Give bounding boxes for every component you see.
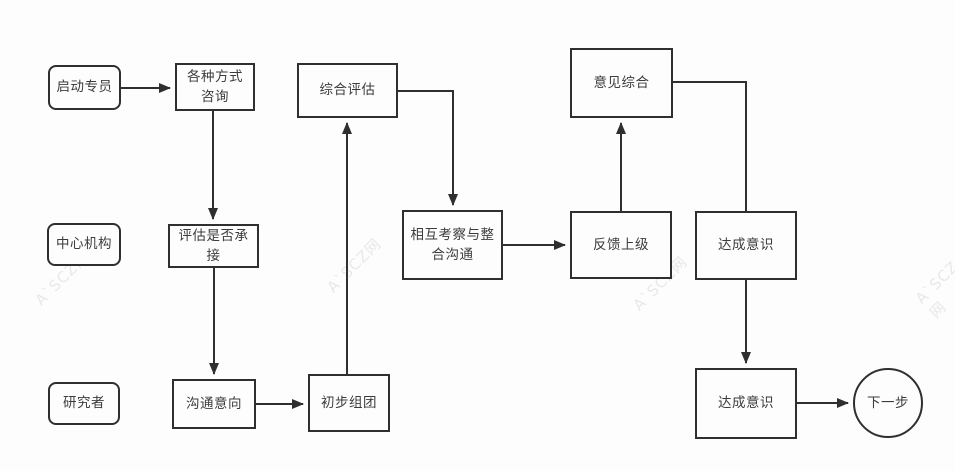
lane-label-researcher: 研究者 <box>48 382 120 425</box>
node-initial-grouping: 初步组团 <box>308 374 390 432</box>
watermark-text: A`SCZ网 <box>912 257 955 322</box>
lane-label-center-organization: 中心机构 <box>47 223 121 266</box>
node-communicate-intention: 沟通意向 <box>172 379 256 429</box>
lane-label-start-specialist: 启动专员 <box>48 65 121 110</box>
arrow-assessment-to-inspection <box>398 90 458 206</box>
node-various-ways-consulting: 各种方式 咨询 <box>175 63 255 111</box>
node-reach-consensus-bottom: 达成意识 <box>695 368 797 439</box>
node-comprehensive-assessment: 综合评估 <box>297 63 398 118</box>
node-next-step-terminal: 下一步 <box>853 368 923 438</box>
node-evaluate-acceptance: 评估是否承 接 <box>168 224 259 268</box>
watermark-text: A`SCZ网 <box>323 234 385 297</box>
line-synthesis-to-consensus <box>673 81 747 211</box>
node-mutual-inspection-integration: 相互考察与整 合沟通 <box>402 210 503 280</box>
node-feedback-superior: 反馈上级 <box>570 211 672 279</box>
node-opinion-synthesis: 意见综合 <box>570 48 673 118</box>
node-reach-consensus-mid: 达成意识 <box>695 211 797 280</box>
